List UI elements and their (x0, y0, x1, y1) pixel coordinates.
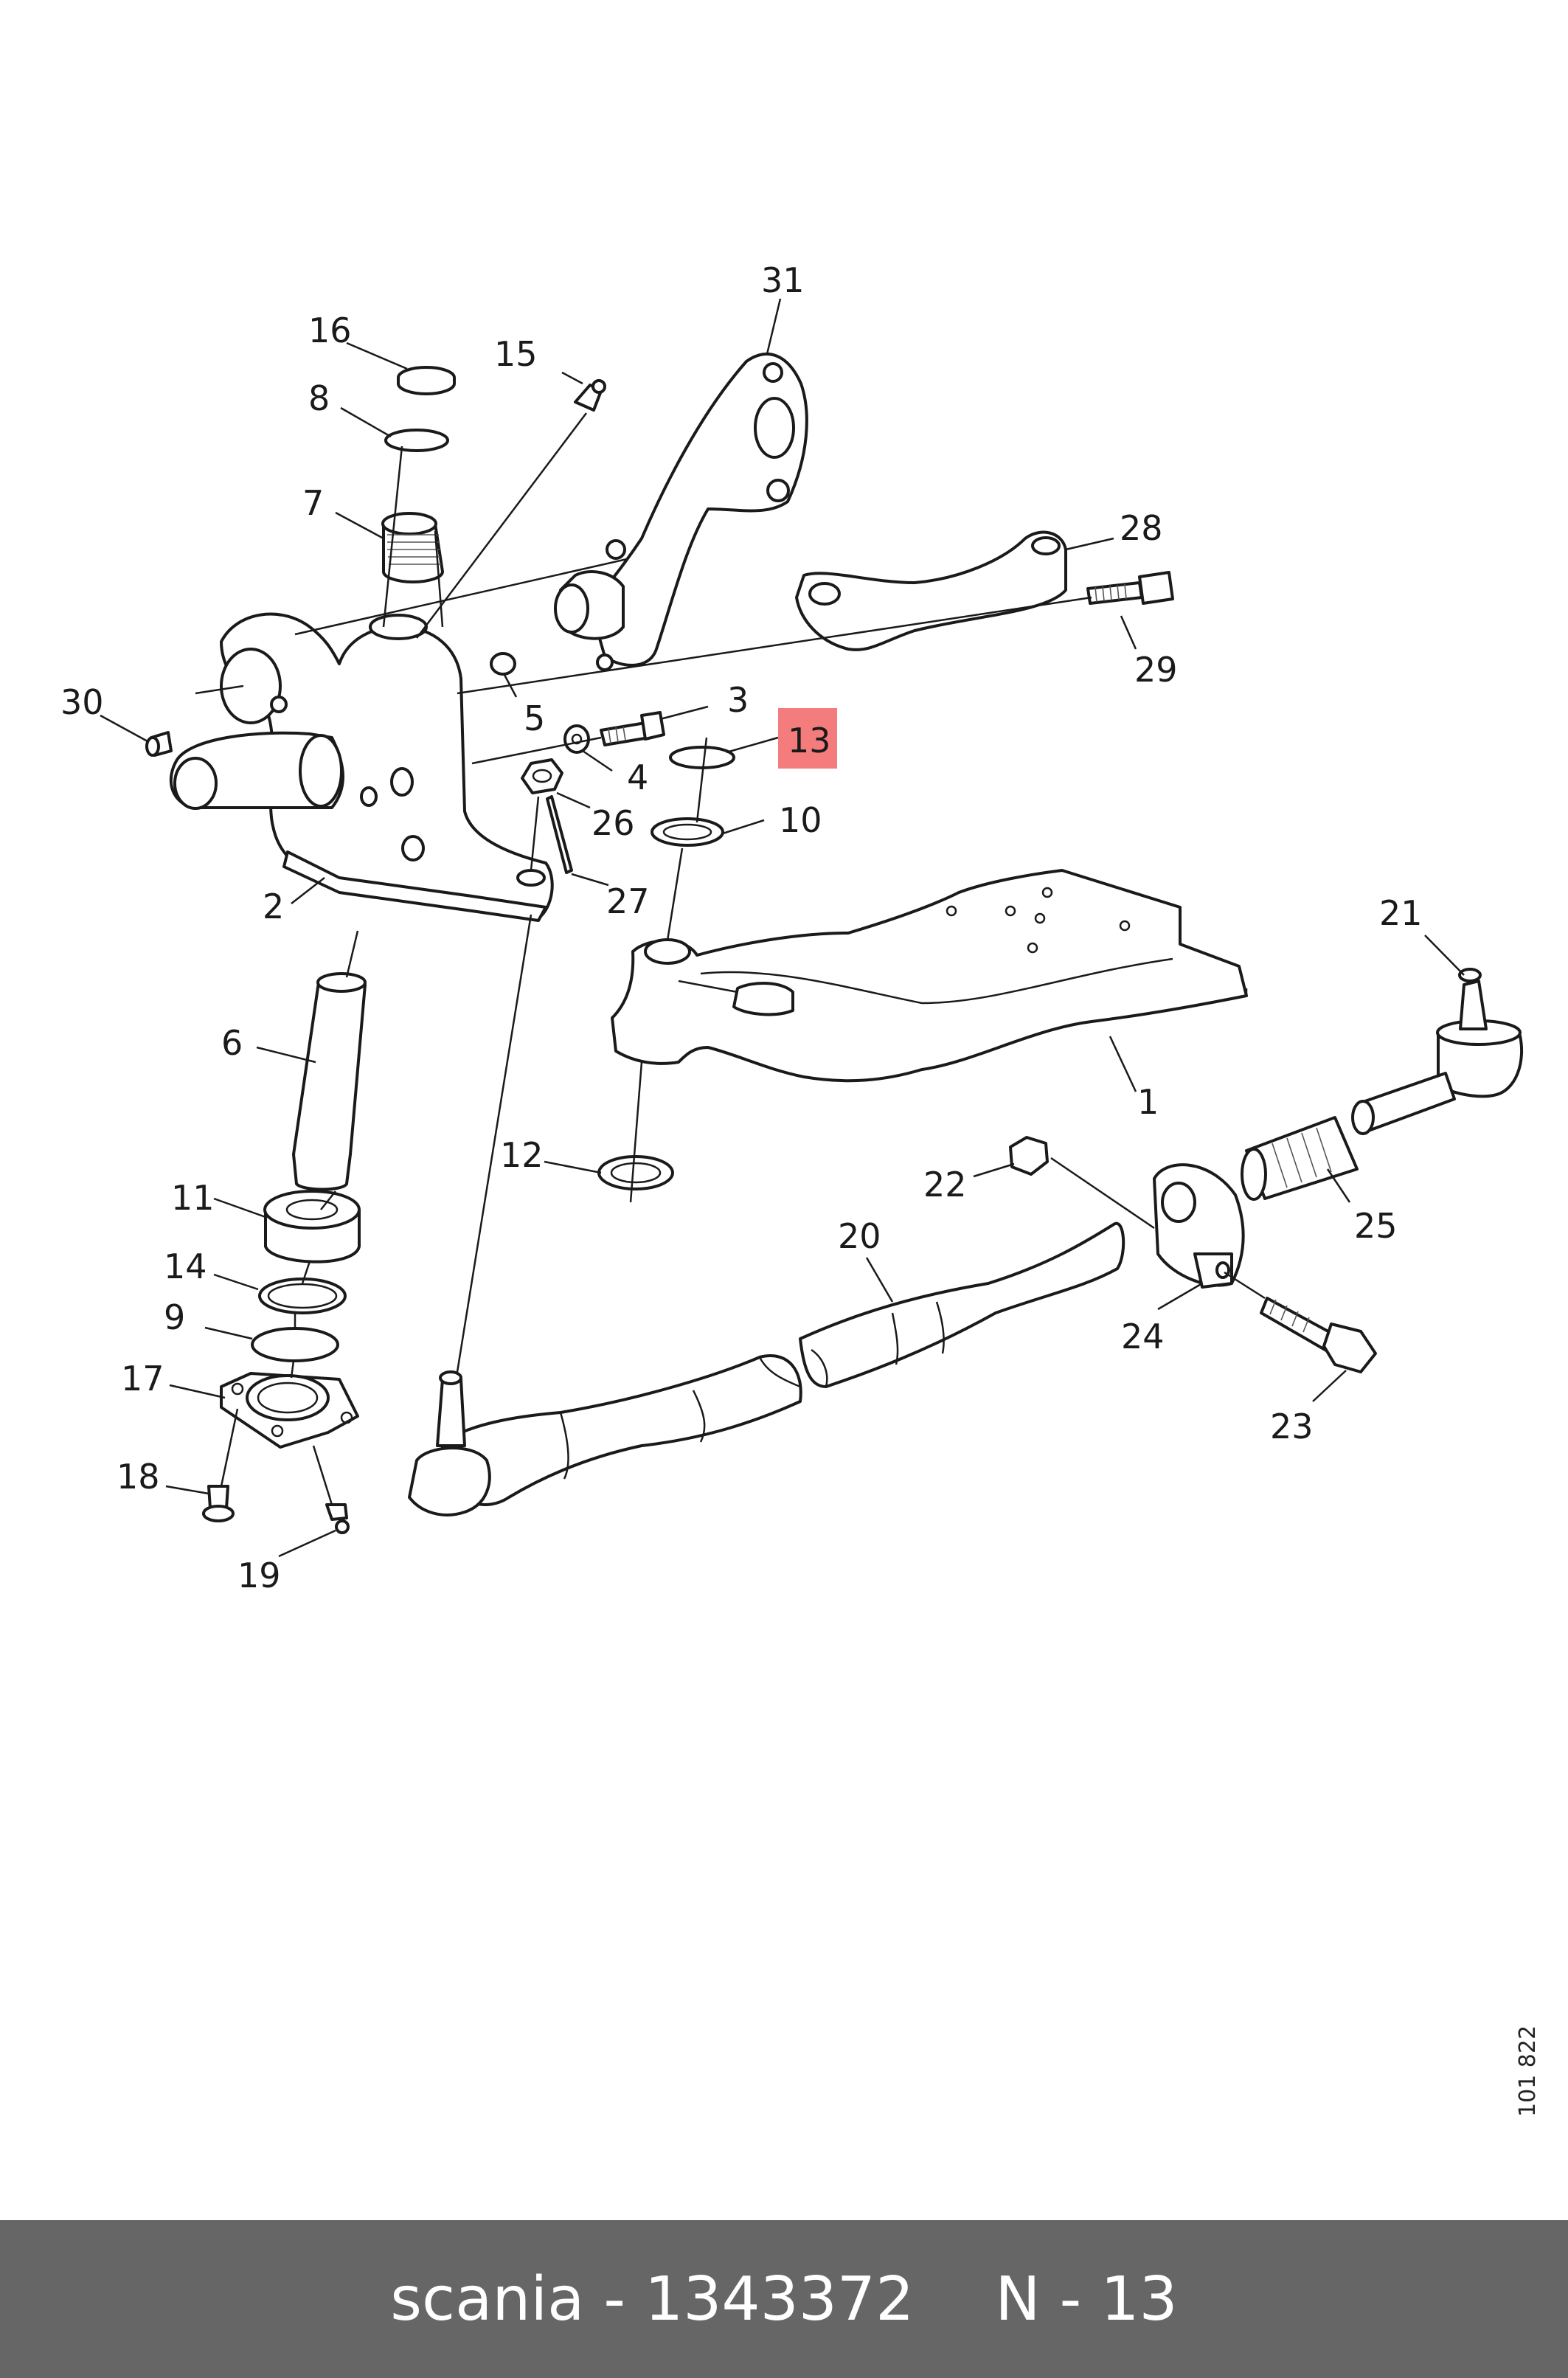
callout-23: 23 (1270, 1407, 1314, 1446)
callout-30: 30 (60, 682, 104, 722)
seal-ring-part-14 (258, 1278, 347, 1314)
callout-28: 28 (1120, 508, 1163, 548)
callout-31: 31 (761, 260, 805, 300)
callout-14: 14 (164, 1247, 207, 1286)
callout-7: 7 (302, 483, 324, 523)
bolt-part-3 (600, 711, 665, 746)
callout-9: 9 (164, 1297, 185, 1337)
callout-18: 18 (117, 1457, 160, 1497)
callout-29: 29 (1134, 650, 1178, 690)
grease-nipple-part-15 (574, 379, 606, 412)
callout-21: 21 (1379, 893, 1423, 933)
callout-27: 27 (606, 881, 650, 921)
steering-arm-part-31 (554, 353, 808, 671)
callout-6: 6 (221, 1023, 243, 1063)
bolt-part-23 (1260, 1297, 1377, 1373)
callout-13: 13 (788, 721, 831, 760)
exploded-parts-diagram: 1 2 3 4 5 6 7 8 9 10 11 12 13 14 15 16 1… (60, 260, 1524, 1595)
callout-20: 20 (838, 1216, 881, 1256)
callout-5: 5 (524, 699, 545, 738)
steering-knuckle-part-2 (169, 612, 554, 922)
front-axle-beam-part-1 (611, 869, 1248, 1083)
washer-part-10 (651, 817, 724, 847)
callout-19: 19 (237, 1556, 281, 1595)
bolt-part-18 (202, 1485, 235, 1522)
clamp-part-24 (1153, 1163, 1245, 1289)
o-ring-part-13 (669, 746, 735, 769)
drawing-number: 101 822 (1515, 2025, 1541, 2117)
castle-nut-part-26 (521, 758, 563, 794)
bearing-part-11 (263, 1190, 361, 1263)
callout-17: 17 (121, 1359, 164, 1398)
nut-part-22 (1009, 1136, 1049, 1176)
callout-24: 24 (1121, 1317, 1165, 1356)
grease-nipple-part-19 (325, 1503, 350, 1534)
footer-brand-part-number: scania - 1343372 (390, 2264, 915, 2334)
callout-15: 15 (494, 334, 538, 374)
plug-part-5 (490, 652, 516, 676)
callout-4: 4 (627, 758, 648, 797)
callout-3: 3 (727, 680, 749, 720)
bushing-sleeve-part-7 (381, 512, 444, 583)
callout-8: 8 (308, 378, 330, 418)
callout-16: 16 (308, 311, 352, 350)
callout-10: 10 (779, 800, 822, 840)
callout-26: 26 (592, 803, 635, 843)
leader-lines (100, 298, 1465, 1558)
tie-rod-part-20 (408, 1221, 1125, 1516)
clamp-tube-part-25 (1241, 1116, 1359, 1201)
bolt-part-29 (1086, 571, 1174, 605)
cap-part-16 (397, 366, 456, 395)
callout-12: 12 (500, 1135, 544, 1175)
seal-part-12 (597, 1155, 674, 1190)
callout-25: 25 (1354, 1206, 1398, 1246)
highlight-box-part-13 (778, 708, 837, 769)
o-ring-part-9 (251, 1327, 339, 1362)
track-rod-arm-part-28 (795, 530, 1067, 651)
king-pin-part-6 (292, 972, 367, 1191)
callout-11: 11 (171, 1178, 215, 1218)
o-ring-part-8 (384, 429, 449, 452)
tie-rod-end-part-21 (1351, 968, 1524, 1135)
callout-22: 22 (923, 1165, 967, 1204)
cotter-pin-part-27 (546, 795, 573, 874)
footer-bar: scania - 1343372 N - 13 (0, 2220, 1568, 2378)
footer-position-reference: N - 13 (995, 2264, 1178, 2334)
nut-part-4 (563, 724, 590, 754)
bushing-part-30 (145, 731, 173, 757)
callout-2: 2 (263, 887, 284, 926)
callout-1: 1 (1137, 1082, 1159, 1122)
callout-labels: 1 2 3 4 5 6 7 8 9 10 11 12 13 14 15 16 1… (60, 260, 1423, 1595)
cover-plate-part-17 (220, 1372, 359, 1449)
